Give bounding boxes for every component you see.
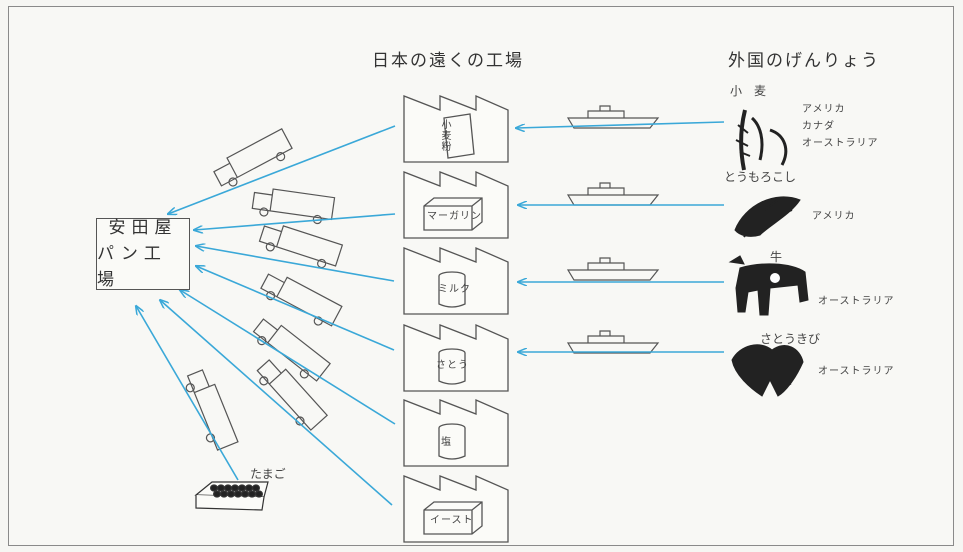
corn-icon bbox=[734, 196, 801, 238]
raw-material-cow: 牛 bbox=[770, 250, 783, 264]
flow-arrow-8 bbox=[516, 121, 725, 128]
flow-arrow-3 bbox=[196, 246, 395, 282]
truck-icon-7 bbox=[185, 369, 239, 451]
egg-icon bbox=[241, 490, 250, 498]
wheat-icon bbox=[735, 109, 788, 171]
flour-sack bbox=[443, 113, 475, 159]
raw-material-corn: とうもろこし bbox=[724, 170, 797, 184]
factory-product-yeast: イースト bbox=[430, 515, 474, 526]
factory-product-wheat-flour: 小麦粉 bbox=[439, 119, 450, 152]
egg-icon bbox=[224, 484, 233, 492]
egg-icon bbox=[255, 490, 264, 498]
flow-arrow-6 bbox=[160, 300, 393, 506]
truck-icon-2 bbox=[251, 188, 336, 225]
container-sugar bbox=[438, 353, 466, 385]
ship-icon-2 bbox=[566, 182, 660, 206]
egg-icon bbox=[217, 484, 226, 492]
egg-icon bbox=[238, 484, 247, 492]
egg-carton-icon bbox=[194, 481, 269, 511]
ship-icon-1 bbox=[566, 105, 660, 129]
factory-product-salt: 塩 bbox=[441, 437, 452, 448]
egg-icon bbox=[231, 484, 240, 492]
cow-icon bbox=[728, 255, 809, 316]
egg-icon bbox=[252, 484, 261, 492]
flow-arrow-5 bbox=[180, 290, 396, 425]
flow-arrow-7 bbox=[136, 306, 239, 481]
ship-icon-4 bbox=[566, 330, 660, 354]
bakery-type: パン工場 bbox=[97, 244, 167, 290]
bakery-box: 安田屋 パン工場 bbox=[96, 218, 190, 290]
factory-product-margarine: マーガリン bbox=[427, 211, 482, 222]
container-milk bbox=[438, 276, 466, 308]
box-margarine bbox=[423, 197, 483, 231]
box-yeast bbox=[423, 501, 483, 535]
wheat-country-3: オーストラリア bbox=[802, 138, 879, 149]
sugarcane-country-1: オーストラリア bbox=[818, 366, 895, 377]
flow-arrow-2 bbox=[194, 213, 396, 230]
truck-icon-1 bbox=[213, 128, 293, 187]
truck-icon-4 bbox=[260, 273, 343, 327]
egg-icon bbox=[213, 490, 222, 498]
ship-icon-3 bbox=[566, 257, 660, 281]
raw-material-wheat: 小 麦 bbox=[730, 84, 767, 98]
egg-icon bbox=[210, 484, 219, 492]
truck-icon-3 bbox=[258, 225, 344, 269]
egg-label: たまご bbox=[250, 467, 286, 481]
factory-product-milk: ミルク bbox=[438, 284, 471, 295]
egg-icon bbox=[248, 490, 257, 498]
factories-heading: 日本の遠くの工場 bbox=[372, 51, 524, 71]
egg-icon bbox=[245, 484, 254, 492]
egg-icon bbox=[234, 490, 243, 498]
wheat-country-2: カナダ bbox=[802, 121, 835, 132]
corn-country-1: アメリカ bbox=[812, 211, 856, 222]
factory-product-sugar: さとう bbox=[436, 360, 469, 371]
bakery-name: 安田屋 bbox=[108, 218, 178, 238]
foreign-materials-heading: 外国のげんりょう bbox=[728, 51, 880, 71]
cow-country-1: オーストラリア bbox=[818, 296, 895, 307]
flow-arrow-1 bbox=[168, 125, 396, 214]
container-salt bbox=[438, 428, 466, 460]
sugarcane-icon bbox=[731, 344, 804, 397]
raw-material-sugarcane: さとうきび bbox=[760, 332, 821, 346]
wheat-country-1: アメリカ bbox=[802, 104, 846, 115]
flow-arrow-4 bbox=[196, 266, 395, 351]
egg-icon bbox=[220, 490, 229, 498]
egg-icon bbox=[227, 490, 236, 498]
truck-icon-6 bbox=[256, 359, 329, 431]
